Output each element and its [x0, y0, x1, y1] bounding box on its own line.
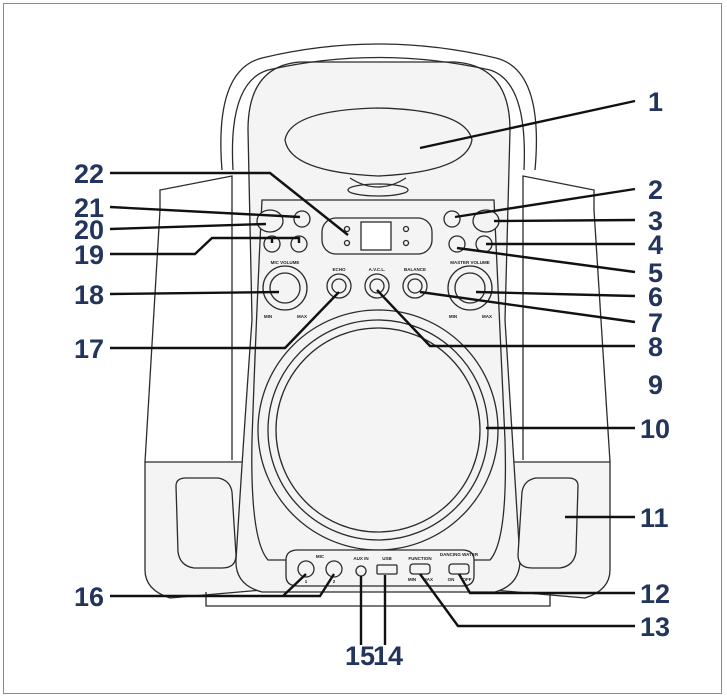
callout-14: 14 — [373, 641, 403, 671]
display-button[interactable] — [343, 239, 351, 247]
callout-20: 20 — [74, 215, 104, 245]
avcl-knob[interactable] — [364, 273, 390, 299]
max-label: MAX — [297, 314, 307, 319]
leader-17 — [110, 291, 340, 350]
figure-frame — [3, 3, 722, 694]
leader-lines — [109, 99, 636, 645]
button-19a[interactable] — [263, 235, 281, 253]
leader-12 — [457, 573, 635, 595]
right-side-panel — [522, 175, 595, 460]
display-button[interactable] — [343, 225, 351, 233]
function-label: FUNCTION — [408, 556, 431, 561]
callout-19: 19 — [74, 240, 104, 270]
stage-light-dome — [284, 107, 473, 197]
leader-19 — [110, 236, 301, 256]
balance-knob[interactable] — [402, 273, 428, 299]
mic-2-jack[interactable] — [325, 560, 343, 578]
mic-1-jack[interactable] — [297, 560, 315, 578]
leader-20 — [109, 222, 267, 231]
mic-label: MIC — [316, 554, 325, 559]
max-label: MAX — [423, 577, 433, 582]
callout-5: 5 — [648, 258, 663, 288]
button-19b[interactable] — [290, 235, 308, 253]
speaker — [257, 309, 499, 551]
callout-numbers: 1 2 3 4 5 6 7 8 9 10 11 12 13 14 15 16 1… — [74, 87, 670, 671]
callout-2: 2 — [648, 175, 663, 205]
mic-1-label: 1 — [305, 579, 308, 584]
usb-label: USB — [382, 556, 392, 561]
usb-port[interactable] — [376, 564, 398, 575]
callout-21: 21 — [74, 193, 104, 223]
leader-13 — [419, 573, 635, 628]
right-foot-pad — [517, 477, 579, 569]
leader-22 — [110, 171, 349, 236]
callout-17: 17 — [74, 334, 104, 364]
display-button[interactable] — [402, 225, 410, 233]
min-label: MIN — [264, 314, 272, 319]
leader-16b — [282, 573, 307, 597]
leader-3 — [493, 218, 636, 223]
leader-6 — [475, 290, 636, 298]
mic-volume-label: MIC VOLUME — [271, 260, 300, 265]
aux-in-jack[interactable] — [355, 565, 367, 577]
off-label: OFF — [463, 577, 472, 582]
leader-18 — [109, 290, 280, 296]
leader-2 — [454, 187, 636, 219]
callout-12: 12 — [640, 579, 670, 609]
echo-knob[interactable] — [326, 273, 352, 299]
on-label: ON — [448, 577, 455, 582]
callout-8: 8 — [648, 332, 663, 362]
left-foot-pad — [175, 477, 237, 569]
min-label: MIN — [449, 314, 457, 319]
handle-arch-inner — [231, 56, 526, 171]
aux-in-label: AUX IN — [353, 556, 368, 561]
callout-11: 11 — [640, 503, 669, 533]
callout-15: 15 — [345, 641, 375, 671]
handle-arch-outer — [220, 43, 538, 171]
callout-9: 9 — [648, 370, 663, 400]
leader-21 — [109, 205, 301, 219]
min-label: MIN — [408, 577, 416, 582]
callout-10: 10 — [640, 414, 670, 444]
leader-8 — [376, 289, 635, 348]
left-side-panel — [159, 175, 233, 460]
dancing-water-label: DANCING WATER — [440, 552, 479, 557]
callout-4: 4 — [648, 230, 663, 260]
callout-18: 18 — [74, 280, 104, 310]
balance-label: BALANCE — [404, 267, 426, 272]
callout-16: 16 — [74, 582, 104, 612]
function-switch[interactable] — [409, 563, 431, 575]
max-label: MAX — [482, 314, 492, 319]
speaker-grille — [267, 319, 489, 541]
callout-7: 7 — [648, 308, 663, 338]
button-21[interactable] — [293, 210, 311, 228]
avcl-label: A.V.C.L. — [369, 267, 386, 272]
leader-5 — [456, 246, 636, 274]
display-button[interactable] — [402, 239, 410, 247]
echo-label: ECHO — [332, 267, 346, 272]
callout-1: 1 — [648, 87, 663, 117]
callout-6: 6 — [648, 282, 663, 312]
display-screen — [360, 221, 392, 251]
connector-panel: MIC 1 2 AUX IN USB FUNCTION DANCING WATE… — [285, 549, 479, 587]
mic-2-label: 2 — [333, 579, 336, 584]
dancing-water-switch[interactable] — [448, 563, 470, 575]
leader-1 — [419, 99, 636, 150]
callout-13: 13 — [640, 612, 670, 642]
button-20[interactable] — [256, 209, 284, 233]
button-2[interactable] — [443, 210, 461, 228]
leader-7 — [419, 290, 636, 324]
callout-22: 22 — [74, 159, 104, 189]
callout-3: 3 — [648, 206, 663, 236]
leader-16 — [110, 573, 336, 598]
master-volume-label: MASTER VOLUME — [450, 260, 490, 265]
